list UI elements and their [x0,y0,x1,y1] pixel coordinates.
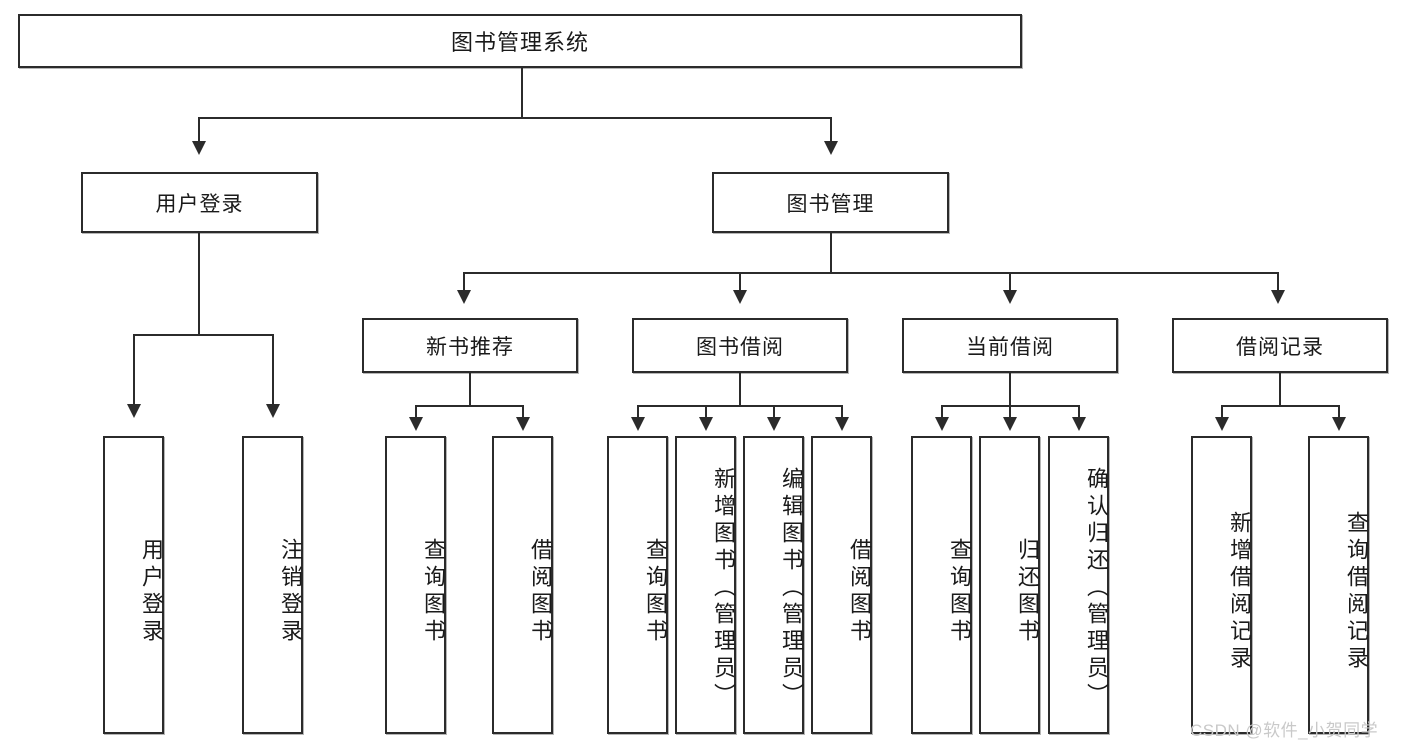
node-label: 图书管理系统 [450,30,589,55]
connector-records-to-leaf-1 [1221,405,1223,419]
leaf-new-book-borrow[interactable]: 借阅图书 [492,436,553,734]
node-current-borrow[interactable]: 当前借阅 [902,318,1118,373]
node-new-book-recommend[interactable]: 新书推荐 [362,318,578,373]
leaf-user-login-login[interactable]: 用户登录 [103,436,164,734]
connector-user-login-to-leaf-2 [272,334,274,406]
leaf-records-add-record[interactable]: 新增借阅记录 [1191,436,1252,734]
node-label: 编辑图书（管理员） [779,466,804,710]
connector-current-to-leaf-1 [941,405,943,419]
node-book-management[interactable]: 图书管理 [712,172,949,233]
node-borrow-records[interactable]: 借阅记录 [1172,318,1388,373]
connector-current-to-leaf-2 [1009,405,1011,419]
node-label: 查询图书 [421,538,446,646]
connector-root-stem [521,68,523,118]
connector-borrow-to-leaf-2 [705,405,707,419]
node-user-login[interactable]: 用户登录 [81,172,318,233]
arrow-book-mgmt-to-borrow [733,290,747,304]
arrow-root-to-book-mgmt [824,141,838,155]
leaf-new-book-search[interactable]: 查询图书 [385,436,446,734]
arrow-book-mgmt-to-current [1003,290,1017,304]
node-label: 借阅记录 [1236,335,1324,359]
node-label: 图书管理 [786,192,875,216]
arrow-root-to-user-login [192,141,206,155]
connector-root-to-user-login [198,117,200,143]
leaf-borrow-add-book-admin[interactable]: 新增图书（管理员） [675,436,736,734]
connector-book-mgmt-to-current [1009,272,1011,292]
node-label: 新增图书（管理员） [711,466,736,710]
leaf-borrow-borrow-book[interactable]: 借阅图书 [811,436,872,734]
leaf-borrow-search[interactable]: 查询图书 [607,436,668,734]
arrow-borrow-to-leaf-2 [699,417,713,431]
connector-current-to-leaf-3 [1078,405,1080,419]
node-label: 查询图书 [643,538,668,646]
node-label: 借阅图书 [528,538,553,646]
arrow-book-mgmt-to-records [1271,290,1285,304]
connector-user-login-bus [133,334,273,336]
node-label: 查询借阅记录 [1344,511,1369,673]
csdn-watermark: CSDN @软件_小贺同学 [1190,721,1379,740]
connector-new-book-to-leaf-2 [522,405,524,419]
leaf-records-search-record[interactable]: 查询借阅记录 [1308,436,1369,734]
connector-book-mgmt-bus [463,272,1277,274]
node-label: 注销登录 [278,538,303,646]
arrow-records-to-leaf-2 [1332,417,1346,431]
arrow-current-to-leaf-2 [1003,417,1017,431]
connector-borrow-stem [739,373,741,406]
arrow-user-login-to-leaf-2 [266,404,280,418]
node-label: 归还图书 [1015,538,1040,646]
connector-new-book-stem [469,373,471,406]
arrow-book-mgmt-to-new-book [457,290,471,304]
connector-book-mgmt-to-records [1277,272,1279,292]
connector-book-mgmt-to-borrow [739,272,741,292]
connector-user-login-to-leaf-1 [133,334,135,406]
node-label: 确认归还（管理员） [1084,466,1109,710]
connector-book-mgmt-to-new-book [463,272,465,292]
node-label: 当前借阅 [966,335,1054,359]
connector-records-to-leaf-2 [1338,405,1340,419]
arrow-user-login-to-leaf-1 [127,404,141,418]
leaf-current-search[interactable]: 查询图书 [911,436,972,734]
node-label: 图书借阅 [696,335,784,359]
connector-new-book-to-leaf-1 [415,405,417,419]
node-label: 查询图书 [947,538,972,646]
node-label: 借阅图书 [847,538,872,646]
arrow-borrow-to-leaf-4 [835,417,849,431]
connector-user-login-stem [198,233,200,335]
leaf-current-return[interactable]: 归还图书 [979,436,1040,734]
arrow-borrow-to-leaf-3 [767,417,781,431]
arrow-current-to-leaf-3 [1072,417,1086,431]
leaf-borrow-edit-book-admin[interactable]: 编辑图书（管理员） [743,436,804,734]
connector-root-to-book-mgmt [830,117,832,143]
arrow-current-to-leaf-1 [935,417,949,431]
arrow-borrow-to-leaf-1 [631,417,645,431]
arrow-new-book-to-leaf-2 [516,417,530,431]
connector-borrow-to-leaf-3 [773,405,775,419]
connector-book-mgmt-stem [830,233,832,273]
node-label: 新增借阅记录 [1227,511,1252,673]
node-book-borrow[interactable]: 图书借阅 [632,318,848,373]
node-label: 新书推荐 [426,335,514,359]
leaf-current-confirm-return-admin[interactable]: 确认归还（管理员） [1048,436,1109,734]
connector-records-bus [1221,405,1339,407]
connector-borrow-to-leaf-1 [637,405,639,419]
node-label: 用户登录 [155,192,244,216]
node-root-system[interactable]: 图书管理系统 [18,14,1022,68]
arrow-records-to-leaf-1 [1215,417,1229,431]
arrow-new-book-to-leaf-1 [409,417,423,431]
leaf-user-login-logout[interactable]: 注销登录 [242,436,303,734]
connector-borrow-bus [637,405,841,407]
connector-root-bus [198,117,832,119]
node-label: 用户登录 [139,538,164,646]
connector-records-stem [1279,373,1281,406]
connector-current-stem [1009,373,1011,406]
connector-new-book-bus [415,405,523,407]
connector-borrow-to-leaf-4 [841,405,843,419]
